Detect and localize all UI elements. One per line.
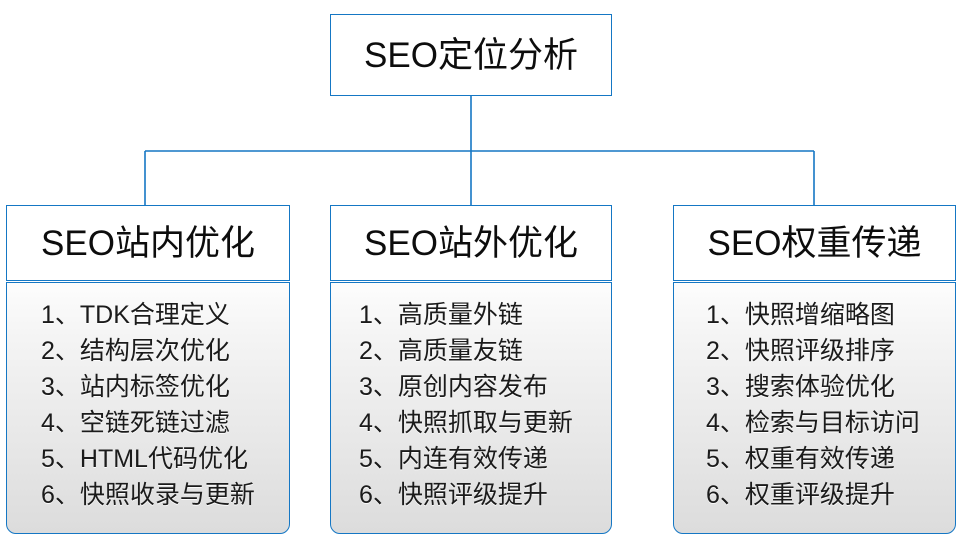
list-item: 2、高质量友链 [359, 337, 523, 365]
list-item: 6、快照收录与更新 [41, 481, 255, 509]
list-item: 1、高质量外链 [359, 301, 523, 329]
list-item: 1、快照增缩略图 [706, 301, 895, 329]
branch-header-box: SEO站外优化 [330, 205, 612, 281]
list-item: 5、HTML代码优化 [41, 445, 248, 473]
list-item: 4、快照抓取与更新 [359, 409, 573, 437]
branch-column-seo-onsite: SEO站内优化 1、TDK合理定义 2、结构层次优化 3、站内标签优化 4、空链… [6, 205, 290, 534]
list-item: 3、站内标签优化 [41, 373, 230, 401]
branch-header-label: SEO权重传递 [707, 223, 922, 263]
list-item: 6、快照评级提升 [359, 481, 548, 509]
branch-item-list: 1、TDK合理定义 2、结构层次优化 3、站内标签优化 4、空链死链过滤 5、H… [6, 282, 290, 534]
root-node-label: SEO定位分析 [364, 35, 578, 75]
branch-header-box: SEO权重传递 [673, 205, 956, 281]
list-item: 3、搜索体验优化 [706, 373, 895, 401]
branch-header-label: SEO站内优化 [41, 223, 255, 263]
list-item: 6、权重评级提升 [706, 481, 895, 509]
list-item: 1、TDK合理定义 [41, 301, 230, 329]
branch-header-label: SEO站外优化 [364, 223, 578, 263]
list-item: 2、结构层次优化 [41, 337, 230, 365]
list-item: 5、权重有效传递 [706, 445, 895, 473]
list-item: 5、内连有效传递 [359, 445, 548, 473]
branch-column-seo-offsite: SEO站外优化 1、高质量外链 2、高质量友链 3、原创内容发布 4、快照抓取与… [330, 205, 612, 534]
root-node: SEO定位分析 [330, 14, 612, 96]
list-item: 3、原创内容发布 [359, 373, 548, 401]
list-item: 4、检索与目标访问 [706, 409, 920, 437]
list-item: 4、空链死链过滤 [41, 409, 230, 437]
branch-column-seo-weight: SEO权重传递 1、快照增缩略图 2、快照评级排序 3、搜索体验优化 4、检索与… [673, 205, 956, 534]
branch-header-box: SEO站内优化 [6, 205, 290, 281]
branch-item-list: 1、快照增缩略图 2、快照评级排序 3、搜索体验优化 4、检索与目标访问 5、权… [673, 282, 956, 534]
branch-item-list: 1、高质量外链 2、高质量友链 3、原创内容发布 4、快照抓取与更新 5、内连有… [330, 282, 612, 534]
list-item: 2、快照评级排序 [706, 337, 895, 365]
